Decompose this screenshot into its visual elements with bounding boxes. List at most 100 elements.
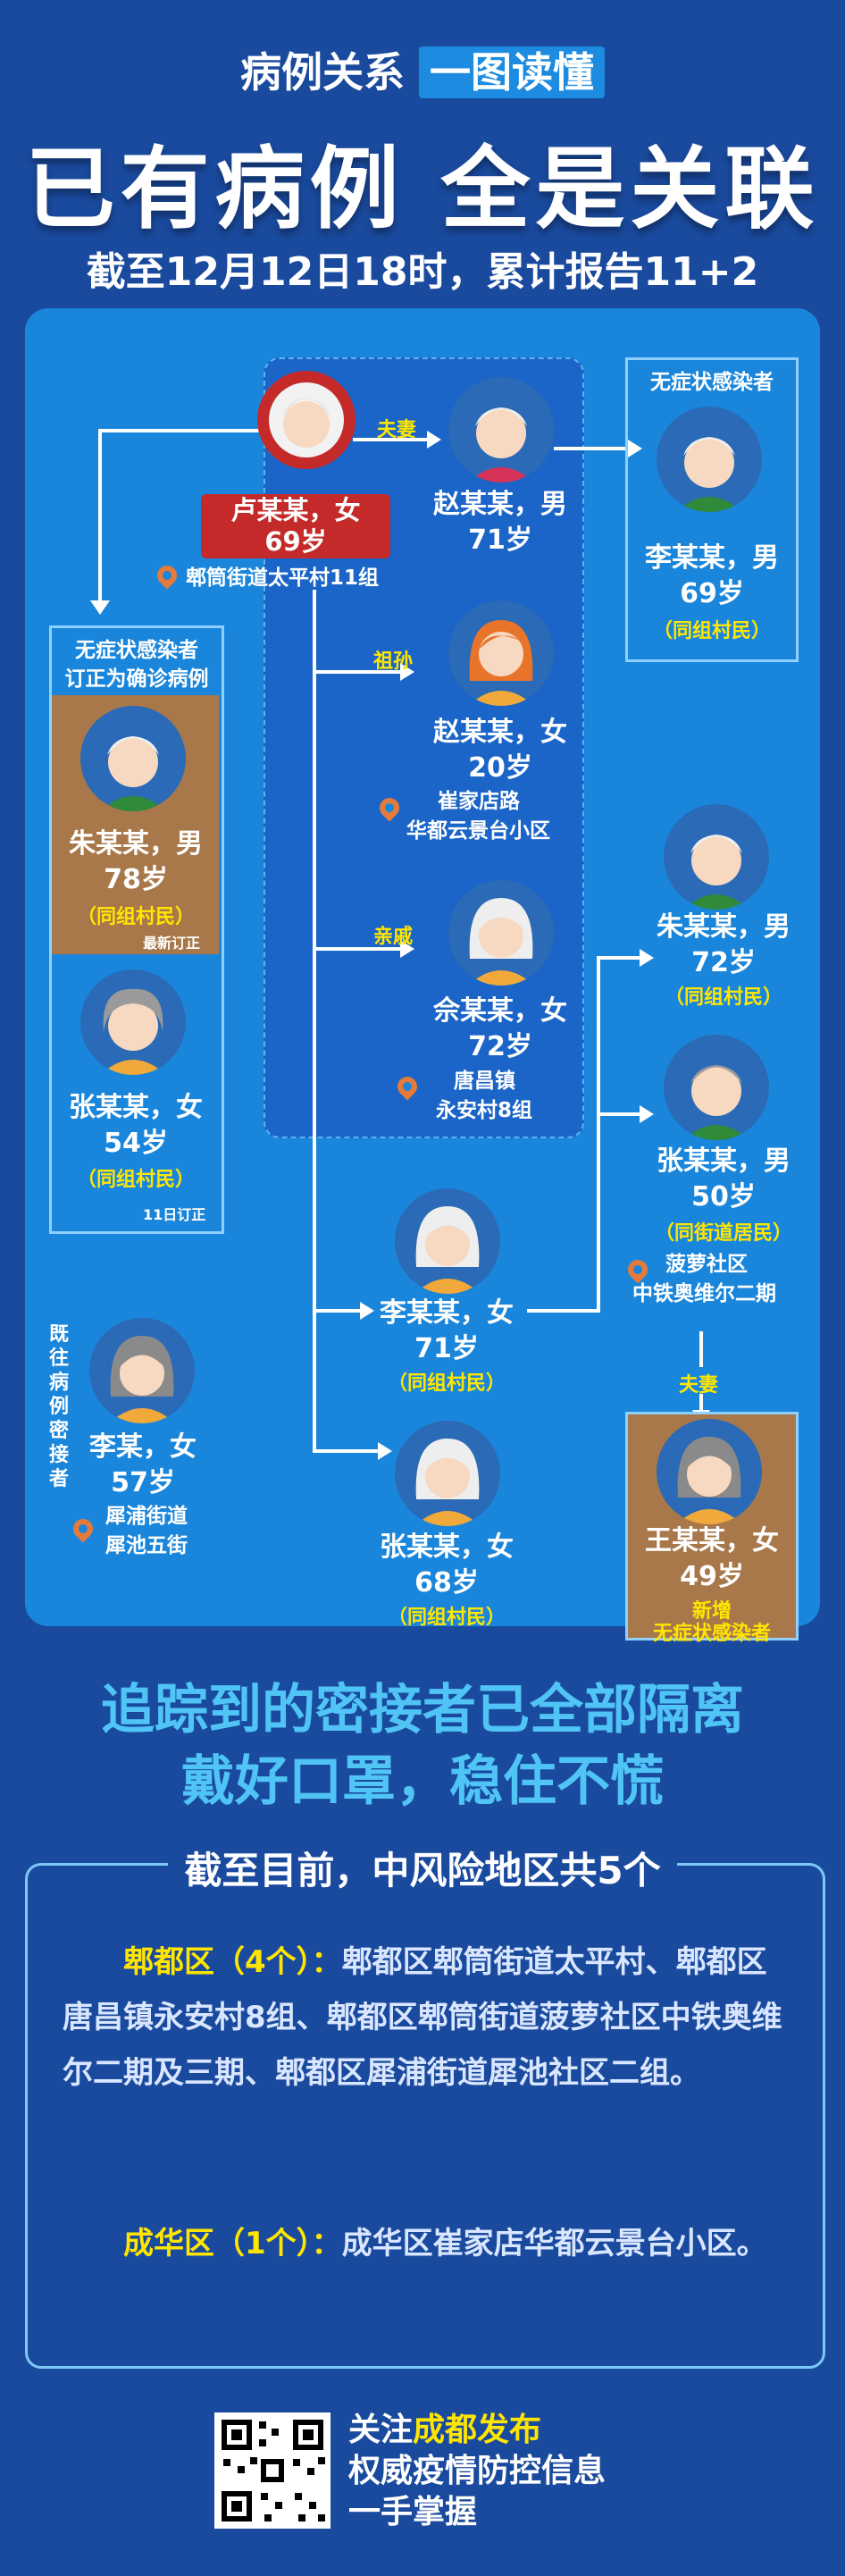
footer-highlight: 成都发布	[413, 2412, 542, 2448]
note-latest: 最新订正	[143, 935, 201, 952]
zhang-f68-age: 68岁	[414, 1567, 479, 1598]
connector-line	[597, 956, 600, 1313]
footer-line-2: 权威疫情防控信息	[348, 2453, 607, 2489]
pidu-text: 郫都区郫筒街道太平村、郫都区唐昌镇永安村8组、郫都区郫筒街道菠萝社区中铁奥维尔二…	[63, 1944, 782, 2091]
connector-line	[313, 947, 402, 951]
zhang-f68-name: 张某某，女	[380, 1531, 514, 1563]
li-f-tag: （同组村民）	[387, 1372, 506, 1395]
arrow-head-icon	[640, 1105, 654, 1123]
connector-line	[313, 1309, 362, 1313]
wang-name: 王某某，女	[645, 1525, 779, 1557]
lu-age: 69岁	[264, 526, 327, 557]
zhu-l-name: 朱某某，男	[69, 828, 203, 860]
relation-spouse: 夫妻	[377, 419, 417, 441]
chenghua-text: 成华区崔家店华都云景台小区。	[341, 2226, 767, 2261]
avatar-lu	[257, 371, 356, 469]
index-case-card: 卢某某，女 69岁	[201, 494, 390, 558]
zhang-f-name: 张某某，女	[69, 1092, 203, 1123]
footer-line-3: 一手掌握	[348, 2494, 478, 2530]
zhu-r-tag: （同组村民）	[664, 986, 782, 1009]
zhang-m-loc2: 中铁奥维尔二期	[632, 1282, 776, 1305]
arrow-head-icon	[628, 440, 642, 457]
li-m-header: 无症状感染者	[650, 371, 774, 394]
yu-loc2: 永安村8组	[436, 1099, 533, 1122]
li-f-name: 李某某，女	[380, 1297, 514, 1329]
yu-name: 佘某某，女	[433, 995, 567, 1027]
zhang-m-age: 50岁	[691, 1181, 756, 1212]
li-m-name: 李某某，男	[645, 542, 779, 574]
relation-relative: 亲戚	[373, 926, 414, 948]
connector-line	[699, 1394, 703, 1412]
zhu-l-age: 78岁	[104, 864, 168, 895]
connector-line	[313, 670, 402, 674]
zhao-f-loc2: 华都云景台小区	[406, 819, 550, 843]
li-f-age: 71岁	[414, 1333, 479, 1364]
zhu-r-name: 朱某某，男	[657, 911, 791, 943]
avatar-wang	[657, 1419, 762, 1524]
connector-line	[699, 1331, 703, 1367]
main-title: 已有病例 全是关联	[25, 137, 820, 241]
qr-code[interactable]	[214, 2412, 330, 2529]
connector-line	[353, 438, 429, 441]
risk-title-text: 截至目前，中风险地区共5个	[168, 1849, 677, 1892]
arrow-head-icon	[427, 431, 441, 449]
arrow-head-icon	[378, 1442, 392, 1460]
connector-line	[597, 1112, 641, 1116]
slogan-line-2: 戴好口罩，稳住不慌	[181, 1750, 664, 1813]
avatar-zhu-l	[80, 706, 186, 811]
pidu-key: 郫都区（4个）：	[123, 1944, 342, 1980]
li-past-name: 李某，女	[89, 1431, 197, 1463]
lu-name: 卢某某，女	[230, 495, 361, 525]
relation-spouse-2: 夫妻	[679, 1374, 719, 1397]
left-header-2: 订正为确诊病例	[64, 667, 209, 691]
zhu-l-tag: （同组村民）	[76, 906, 195, 928]
avatar-yu	[448, 880, 554, 986]
pidu-paragraph: 郫都区（4个）：郫都区郫筒街道太平村、郫都区唐昌镇永安村8组、郫都区郫筒街道菠萝…	[63, 1934, 786, 2101]
connector-line	[98, 429, 272, 432]
li-past-vertical-label: 既往病例密接者	[49, 1323, 70, 1490]
avatar-zhao-f	[448, 600, 554, 706]
connector-line	[313, 590, 316, 1452]
arrow-head-icon	[640, 949, 654, 967]
connector-line	[98, 429, 102, 608]
zhu-r-age: 72岁	[691, 947, 756, 978]
arrow-head-icon	[360, 1302, 374, 1320]
risk-title: 截至目前，中风险地区共5个	[0, 1841, 845, 1895]
arrow-head-icon	[400, 663, 414, 681]
zhang-f-tag: （同组村民）	[76, 1169, 195, 1191]
zhao-f-loc1: 崔家店路	[438, 790, 520, 813]
arrow-head-icon	[400, 940, 414, 958]
avatar-zhu-r	[664, 804, 769, 910]
slogan-line-1: 追踪到的密接者已全部隔离	[101, 1679, 744, 1741]
connector-line	[313, 1449, 380, 1453]
avatar-zhang-f68	[395, 1421, 500, 1526]
footer-text: 关注成都发布 权威疫情防控信息 一手掌握	[348, 2410, 606, 2533]
note-11: 11日订正	[143, 1206, 206, 1223]
left-header-1: 无症状感染者	[75, 639, 198, 662]
li-past-age: 57岁	[111, 1467, 175, 1498]
avatar-li-past	[89, 1318, 195, 1423]
avatar-li-m	[657, 407, 762, 512]
li-past-loc1: 犀浦街道	[105, 1505, 188, 1528]
li-m-tag: （同组村民）	[652, 620, 771, 642]
avatar-zhang-f	[80, 969, 186, 1075]
footer-line-1: 关注成都发布	[348, 2410, 606, 2451]
wang-tag2: 无症状感染者	[652, 1623, 771, 1645]
wang-tag1: 新增	[691, 1600, 732, 1623]
chenghua-key: 成华区（1个）：	[123, 2226, 342, 2261]
zhao-f-name: 赵某某，女	[433, 717, 567, 748]
corrected-cases-box	[49, 625, 224, 1234]
yu-loc1: 唐昌镇	[454, 1070, 515, 1093]
avatar-zhang-m	[664, 1035, 769, 1140]
relation-grandchild: 祖孙	[373, 650, 414, 673]
date-line: 截至12月12日18时，累计报告11+2	[86, 249, 759, 295]
li-past-loc2: 犀池五街	[105, 1534, 188, 1557]
wang-age: 49岁	[680, 1561, 744, 1592]
connector-line	[554, 447, 630, 450]
footer-prefix: 关注	[348, 2412, 414, 2448]
zhao-m-age: 71岁	[468, 524, 532, 556]
yu-age: 72岁	[468, 1031, 532, 1062]
lu-location: 郫筒街道太平村11组	[186, 566, 380, 590]
header-subtitle: 病例关系 一图读懂	[0, 40, 845, 99]
arrow-head-icon	[90, 600, 110, 615]
